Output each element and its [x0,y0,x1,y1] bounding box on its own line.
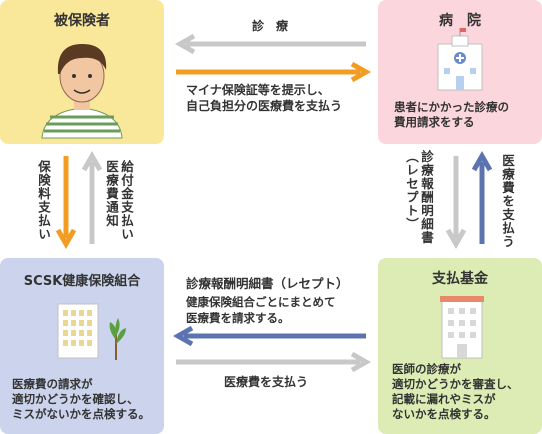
arrow-fund-to-union [172,325,366,347]
label-pay-fund: 医療費を支払う [224,375,309,389]
fund-desc: 医師の診療が 適切かどうかを審査し、 記載に漏れやミスが ないかを点検する。 [392,362,519,421]
label-receipt: 診療報酬明細書 （レセプト） [404,150,434,245]
union-box: SCSK健康保険組合 [0,258,164,434]
arrow-hospital-to-insured [174,33,366,55]
arrow-fund-to-hospital [471,150,493,244]
person-icon [41,44,123,139]
label-premium-payment: 保険料支払い [36,160,51,241]
hospital-building-icon [437,28,483,91]
union-desc: 医療費の請求が 適切かどうかを確認し、 ミスがないかを点検する。 [12,377,150,421]
fund-title: 支払基金 [432,271,488,287]
arrow-insured-to-hospital [176,61,372,83]
fund-building-icon [440,296,484,359]
hospital-title: 病 院 [439,13,481,29]
label-treatment: 診 療 [252,19,289,33]
insured-title: 被保険者 [54,13,110,29]
arrow-insured-to-union [55,156,77,250]
union-building-icon [57,303,99,359]
arrow-union-to-insured [81,150,103,244]
hospital-desc: 患者にかかった診療の 費用請求をする [394,100,509,129]
union-title: SCSK健康保険組合 [23,274,141,289]
arrow-hospital-to-fund [445,156,467,250]
label-receipt-desc: 健康保険組合ごとにまとめて 医療費を請求する。 [186,295,336,325]
tree-icon [109,318,126,360]
label-receipt-title: 診療報酬明細書（レセプト） [186,276,349,291]
label-benefit-notice: 給付金支払い 医療費通知 [104,160,134,241]
arrow-union-to-fund [176,351,372,373]
label-copay: マイナ保険証等を提示し、 自己負担分の医療費を支払う [186,83,343,113]
label-pay-medical: 医療費を支払う [500,154,515,249]
